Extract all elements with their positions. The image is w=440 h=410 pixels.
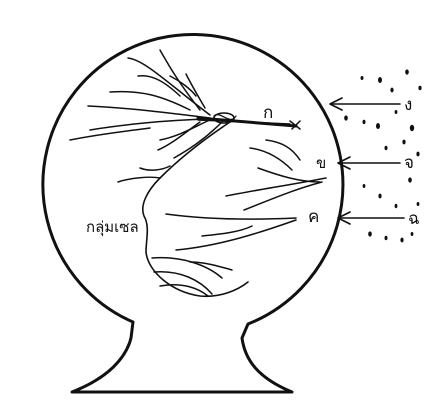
label-cho: ฉ — [408, 209, 420, 229]
label-cell-group: กลุ่มเซล — [86, 218, 139, 237]
branches-kh — [226, 140, 326, 210]
label-ng: ง — [404, 95, 412, 115]
label-ch: จ — [404, 153, 414, 173]
label-kh: ข — [316, 154, 326, 172]
cell-group-branch-2 — [140, 166, 170, 170]
label-k: ก — [263, 103, 273, 123]
arrow-cho — [338, 212, 404, 224]
label-kho: ค — [308, 207, 319, 227]
arrow-ng — [330, 98, 400, 110]
branches-kho — [166, 214, 296, 250]
arrow-ch — [338, 157, 400, 169]
lower-branches — [152, 258, 232, 296]
upper-branches — [70, 50, 222, 158]
cell-group-branch-1 — [118, 177, 160, 182]
